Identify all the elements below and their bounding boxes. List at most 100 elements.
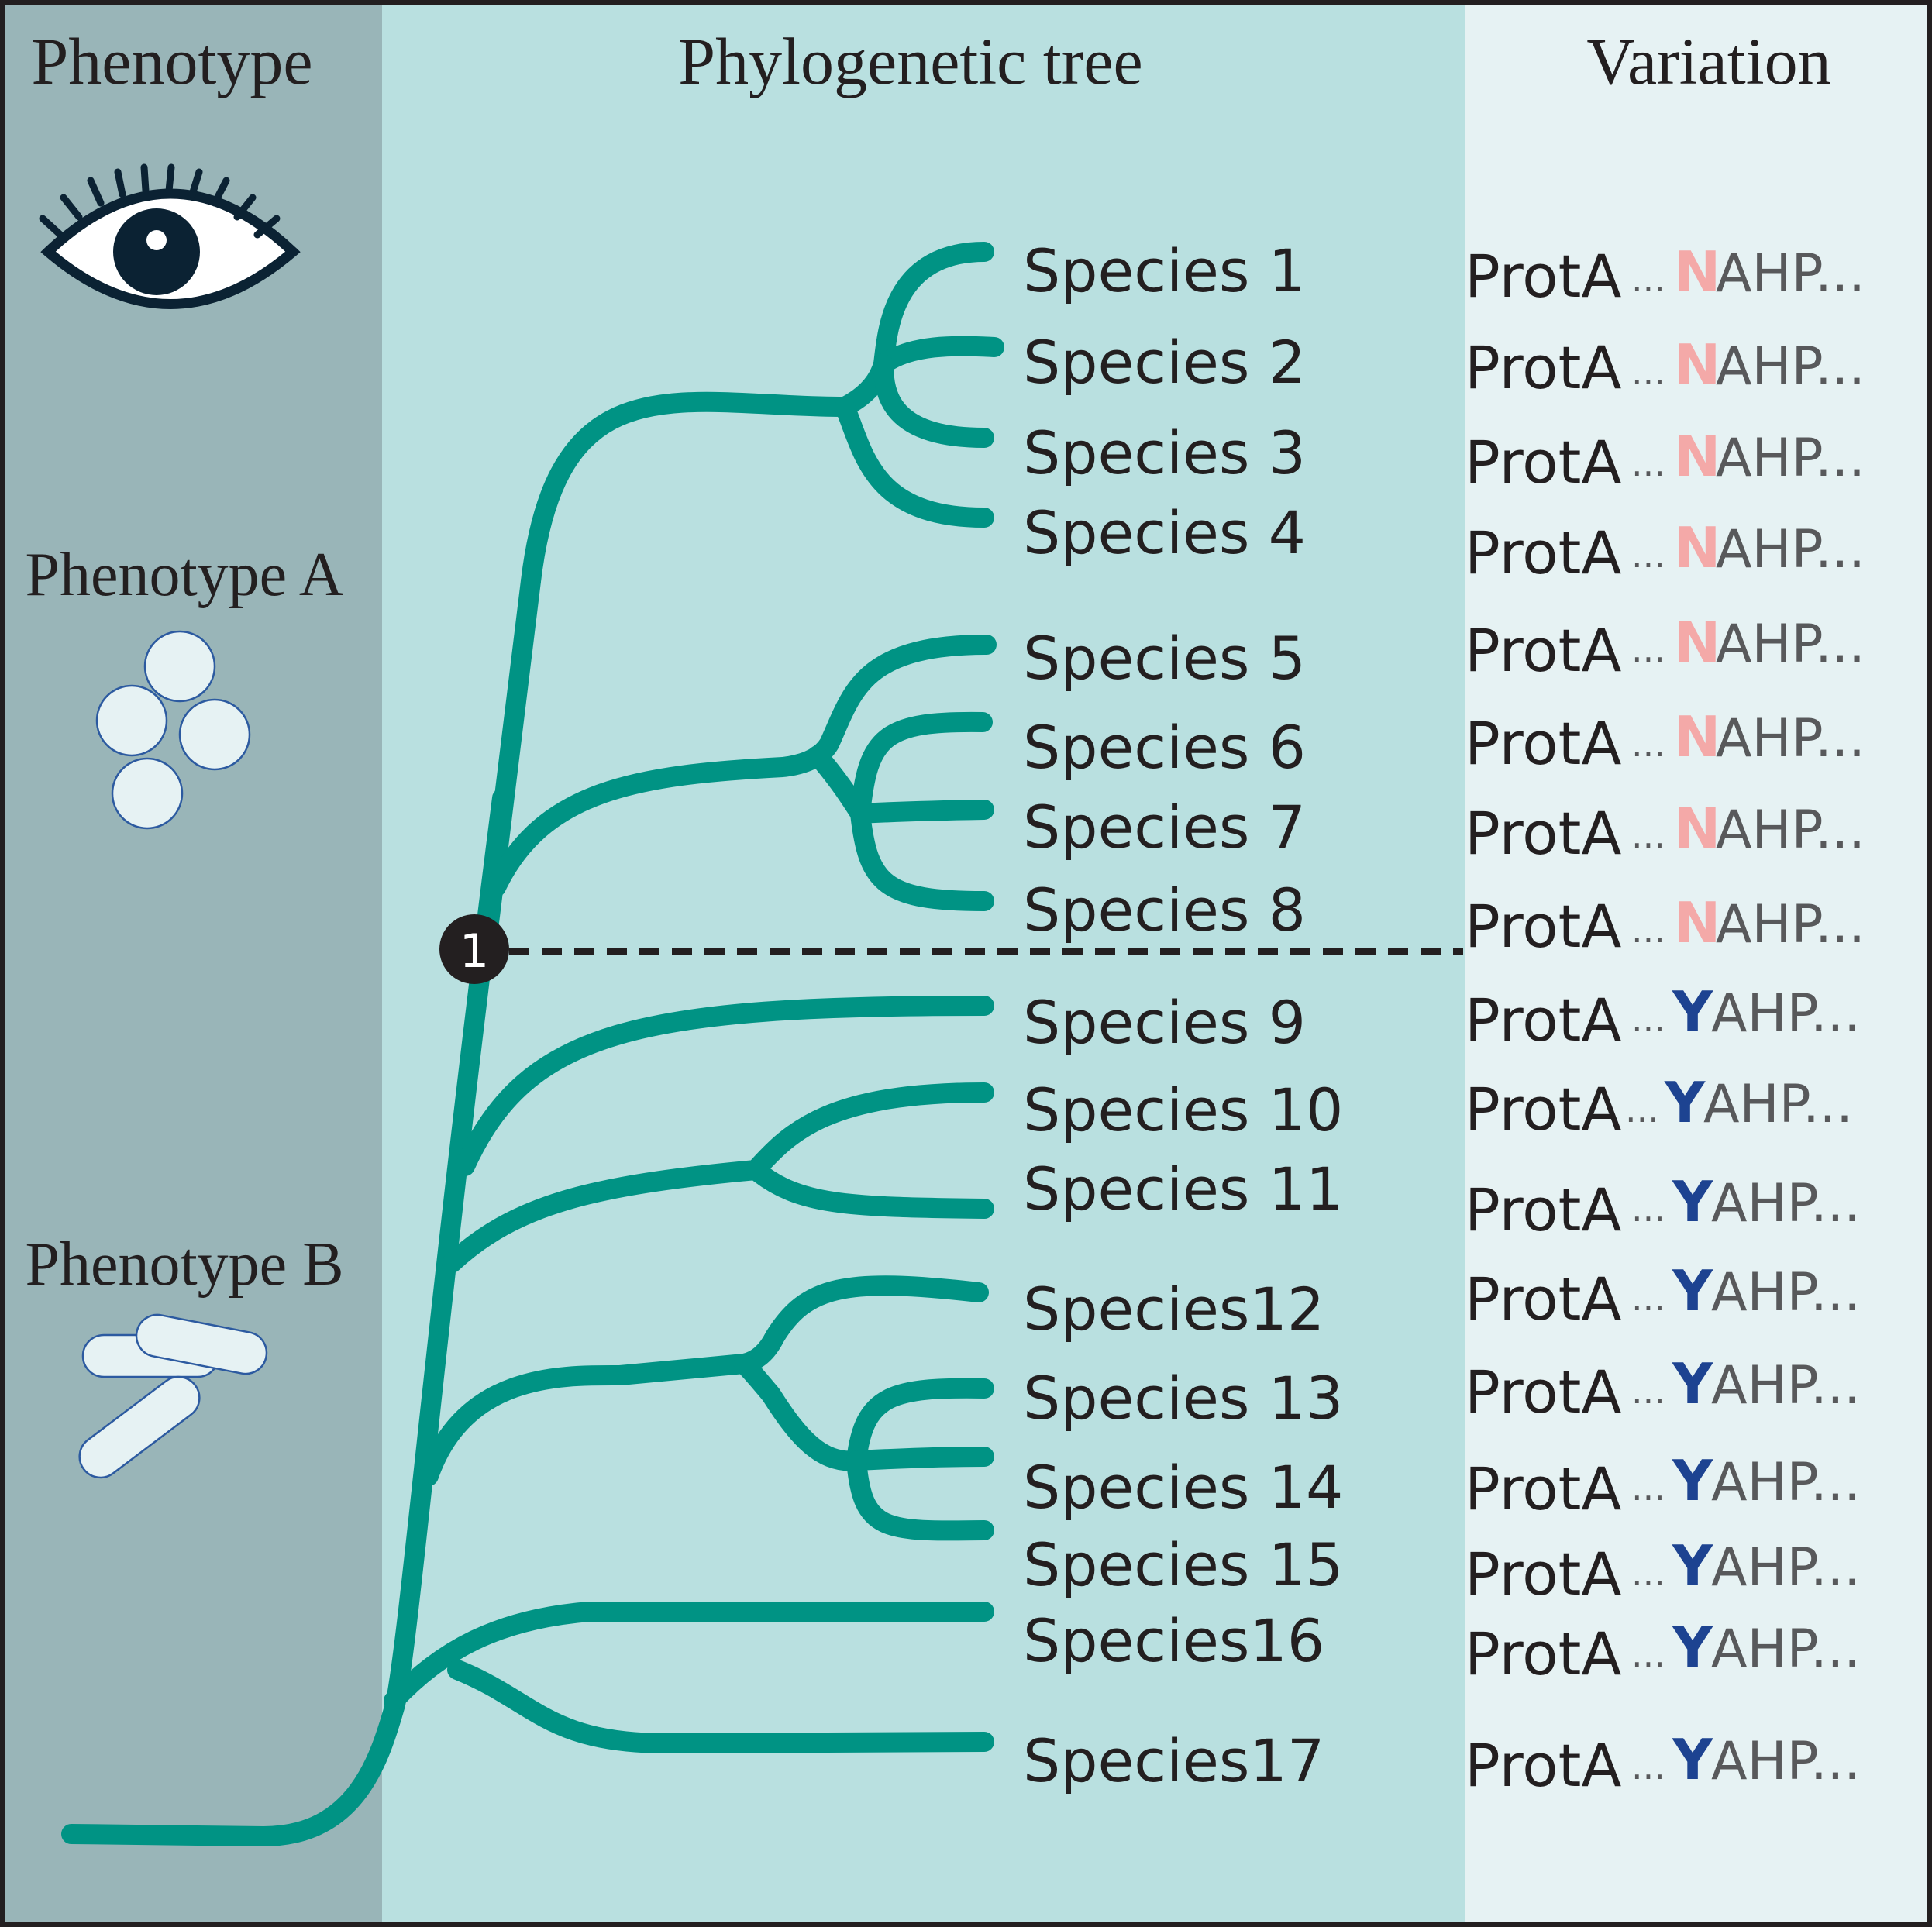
- sequence-ellipsis: ...: [1631, 534, 1665, 576]
- variant-residue: Y: [1672, 1533, 1713, 1598]
- variation-header: Variation: [1586, 24, 1830, 98]
- protein-name: ProtA: [1465, 242, 1621, 311]
- species-label: Species 1: [1023, 236, 1306, 305]
- sequence-motif: AHP...: [1716, 519, 1865, 580]
- sequence-motif: AHP...: [1711, 1731, 1861, 1792]
- variation-row: ProtA... NAHP...: [1465, 610, 1865, 685]
- eye-icon: [39, 163, 301, 309]
- species-label: Species 5: [1023, 624, 1306, 693]
- sequence-motif: AHP...: [1711, 1619, 1861, 1680]
- protein-name: ProtA: [1465, 1075, 1621, 1144]
- species-label: Species 4: [1023, 498, 1306, 567]
- sequence-motif: AHP...: [1711, 983, 1861, 1044]
- species-label: Species 10: [1023, 1075, 1343, 1144]
- variation-row: ProtA...YAHP...: [1465, 1615, 1861, 1688]
- species-label: Species 2: [1023, 328, 1306, 397]
- sequence-motif: AHP...: [1703, 1074, 1853, 1135]
- species-label: Species 6: [1023, 713, 1306, 782]
- cocci-cluster-icon: [95, 630, 251, 830]
- variant-residue: Y: [1672, 1615, 1713, 1680]
- protein-name: ProtA: [1465, 1540, 1621, 1609]
- protein-name: ProtA: [1465, 333, 1621, 402]
- phenotype-panel: [0, 0, 382, 1927]
- sequence-ellipsis: ...: [1631, 814, 1665, 856]
- sequence-motif: AHP...: [1716, 336, 1865, 397]
- sequence-ellipsis: ...: [1631, 1188, 1665, 1230]
- sequence-motif: AHP...: [1711, 1452, 1861, 1513]
- sequence-ellipsis: ...: [1631, 1370, 1665, 1412]
- sequence-ellipsis: ...: [1631, 1746, 1665, 1788]
- variant-residue: Y: [1672, 1727, 1713, 1792]
- variant-residue: N: [1674, 704, 1720, 769]
- species-label: Species 14: [1023, 1453, 1343, 1522]
- protein-name: ProtA: [1465, 986, 1621, 1055]
- sequence-motif: AHP...: [1711, 1173, 1861, 1234]
- variant-residue: Y: [1672, 1169, 1713, 1234]
- variant-residue: N: [1674, 332, 1720, 397]
- sequence-motif: AHP...: [1716, 614, 1865, 675]
- variant-residue: Y: [1672, 1448, 1713, 1513]
- species-label: Species 9: [1023, 988, 1306, 1057]
- variation-row: ProtA...NAHP...: [1465, 890, 1865, 961]
- species-label: Species12: [1023, 1275, 1324, 1344]
- variation-row: ProtA...YAHP...: [1465, 1448, 1861, 1523]
- variant-residue: Y: [1672, 979, 1713, 1044]
- variant-residue: N: [1674, 424, 1720, 489]
- sequence-motif: AHP...: [1711, 1355, 1861, 1416]
- sequence-motif: AHP...: [1716, 708, 1865, 769]
- phenotype-b-label: Phenotype B: [25, 1230, 343, 1299]
- variation-row: ProtA...YAHP...: [1465, 1533, 1861, 1609]
- species-label: Species 7: [1023, 793, 1306, 862]
- sequence-motif: AHP...: [1716, 894, 1865, 955]
- variant-residue: N: [1674, 610, 1720, 675]
- species-label: Species 8: [1023, 876, 1306, 945]
- sequence-motif: AHP...: [1711, 1262, 1861, 1323]
- variant-residue: Y: [1672, 1351, 1713, 1416]
- protein-name: ProtA: [1465, 1454, 1621, 1523]
- variation-row: ProtA... NAHP...: [1465, 704, 1865, 778]
- species-label: Species 15: [1023, 1530, 1343, 1599]
- protein-name: ProtA: [1465, 1265, 1621, 1333]
- variant-residue: N: [1674, 515, 1720, 580]
- protein-name: ProtA: [1465, 709, 1621, 778]
- variation-row: ProtA...YAHP...: [1465, 1727, 1861, 1800]
- sequence-ellipsis: ...: [1631, 442, 1665, 484]
- species-label: Species17: [1023, 1726, 1324, 1795]
- protein-name: ProtA: [1465, 1619, 1621, 1688]
- phenotype-header: Phenotype: [31, 24, 312, 98]
- species-label: Species 11: [1023, 1154, 1343, 1223]
- protein-name: ProtA: [1465, 1175, 1621, 1244]
- variation-row: ProtA...YAHP...: [1465, 1070, 1853, 1144]
- sequence-ellipsis: ...: [1631, 909, 1665, 951]
- variation-panel: [1465, 0, 1932, 1927]
- variation-row: ProtA...YAHP...: [1465, 1169, 1861, 1244]
- sequence-motif: AHP...: [1716, 243, 1865, 305]
- variant-residue: N: [1674, 890, 1720, 955]
- sequence-motif: AHP...: [1711, 1537, 1861, 1598]
- variation-row: ProtA... NAHP...: [1465, 515, 1865, 587]
- species-label: Species16: [1023, 1606, 1324, 1675]
- phylogenetic-tree: [61, 242, 1004, 1846]
- node-marker-1: 1: [439, 914, 509, 984]
- sequence-ellipsis: ...: [1631, 628, 1665, 670]
- variation-row: ProtA...YAHP...: [1465, 1351, 1861, 1426]
- tree-header: Phylogenetic tree: [678, 24, 1142, 98]
- sequence-ellipsis: ...: [1625, 1089, 1659, 1130]
- variation-row: ProtA...NAHP...: [1465, 332, 1865, 402]
- protein-name: ProtA: [1465, 799, 1621, 868]
- variation-row: ProtA...NAHP...: [1465, 239, 1865, 311]
- phenotype-a-label: Phenotype A: [25, 541, 343, 609]
- variation-row: ProtA...YAHP...: [1465, 979, 1861, 1055]
- sequence-ellipsis: ...: [1631, 1633, 1665, 1675]
- protein-name: ProtA: [1465, 518, 1621, 587]
- species-label: Species 13: [1023, 1364, 1343, 1433]
- variant-residue: N: [1674, 796, 1720, 861]
- protein-name: ProtA: [1465, 1731, 1621, 1800]
- protein-name: ProtA: [1465, 616, 1621, 685]
- sequence-ellipsis: ...: [1631, 258, 1665, 300]
- sequence-ellipsis: ...: [1631, 723, 1665, 765]
- variation-row: ProtA...YAHP...: [1465, 1258, 1861, 1333]
- variation-rows: ProtA...NAHP...ProtA...NAHP...ProtA...NA…: [1465, 239, 1865, 1800]
